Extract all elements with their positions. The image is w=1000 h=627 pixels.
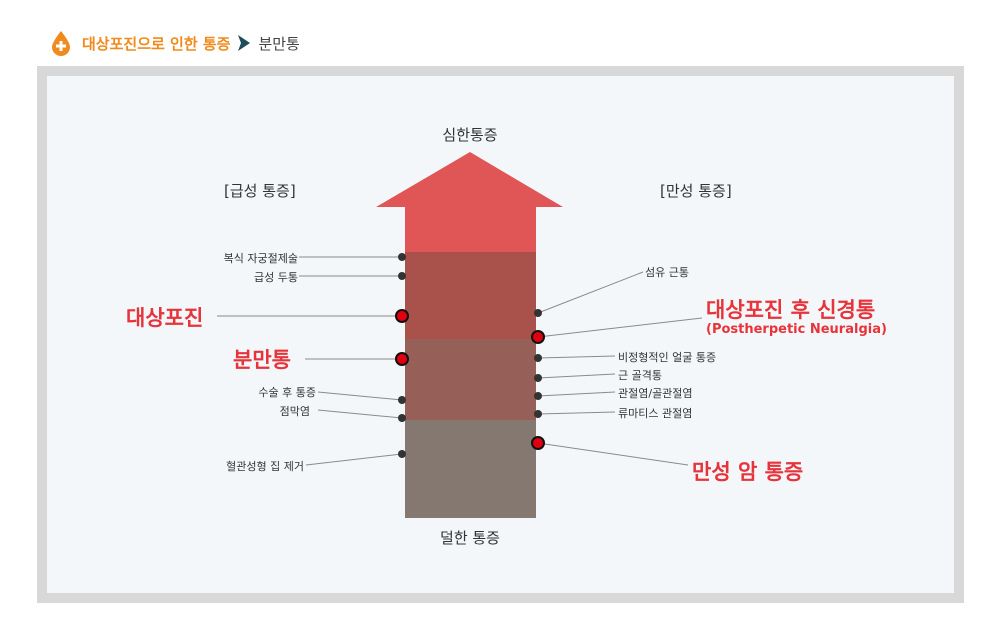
drop-plus-icon (52, 31, 70, 56)
acute-item: 점막염 (279, 405, 310, 418)
arrow-head (376, 152, 563, 252)
marker-dot (534, 374, 542, 382)
highlight-label-cancer: 만성 암 통증 (692, 460, 804, 484)
leader-line (537, 373, 616, 379)
band-mild (405, 420, 536, 518)
chronic-item: 비정형적인 얼굴 통증 (618, 351, 717, 364)
breadcrumb-current: 분만통 (258, 34, 300, 53)
label-severe-pain: 심한통증 (442, 126, 498, 144)
highlight-dot-cancer (531, 436, 545, 450)
label-mild-pain: 덜한 통증 (440, 529, 500, 547)
marker-dot (398, 450, 406, 458)
leader-line (537, 442, 689, 466)
chronic-item: 관절염/골관절염 (618, 387, 693, 400)
leader-line (537, 317, 703, 338)
highlight-label-shingles: 대상포진 (126, 306, 204, 330)
leader-line (537, 411, 616, 415)
leader-line (537, 271, 644, 314)
header-acute: [급성 통증] (224, 182, 296, 200)
leader-line (537, 391, 616, 397)
marker-dot (534, 410, 542, 418)
leader-line (317, 391, 403, 401)
highlight-label-phn-en: (Postherpetic Neuralgia) (706, 322, 887, 337)
band-moderate (405, 339, 536, 420)
breadcrumb-parent-link[interactable]: 대상포진으로 인한 통증 (82, 34, 231, 53)
header-chronic: [만성 통증] (660, 182, 732, 200)
highlight-dot-labor (395, 352, 409, 366)
marker-dot (534, 309, 542, 317)
chronic-item: 근 골격통 (618, 369, 662, 382)
highlight-label-phn: 대상포진 후 신경통 (706, 298, 876, 322)
marker-dot (534, 354, 542, 362)
leader-line (317, 409, 403, 419)
leader-line (537, 355, 616, 359)
breadcrumb: 대상포진으로 인한 통증 분만통 (50, 29, 300, 57)
chevron-right-icon (238, 35, 251, 51)
marker-dot (398, 414, 406, 422)
highlight-dot-phn (531, 330, 545, 344)
acute-item: 수술 후 통증 (258, 386, 316, 399)
acute-item: 복식 자궁절제술 (223, 252, 298, 265)
acute-item: 혈관성형 집 제거 (226, 460, 304, 473)
marker-dot (534, 392, 542, 400)
marker-dot (398, 396, 406, 404)
leader-line (305, 453, 403, 466)
chronic-item: 섬유 근통 (645, 266, 689, 279)
highlight-dot-shingles (395, 309, 409, 323)
acute-item: 급성 두통 (254, 271, 298, 284)
marker-dot (398, 272, 406, 280)
chronic-item: 류마티스 관절염 (618, 407, 693, 420)
marker-dot (398, 253, 406, 261)
highlight-label-labor: 분만통 (233, 348, 291, 372)
band-severe (405, 252, 536, 339)
